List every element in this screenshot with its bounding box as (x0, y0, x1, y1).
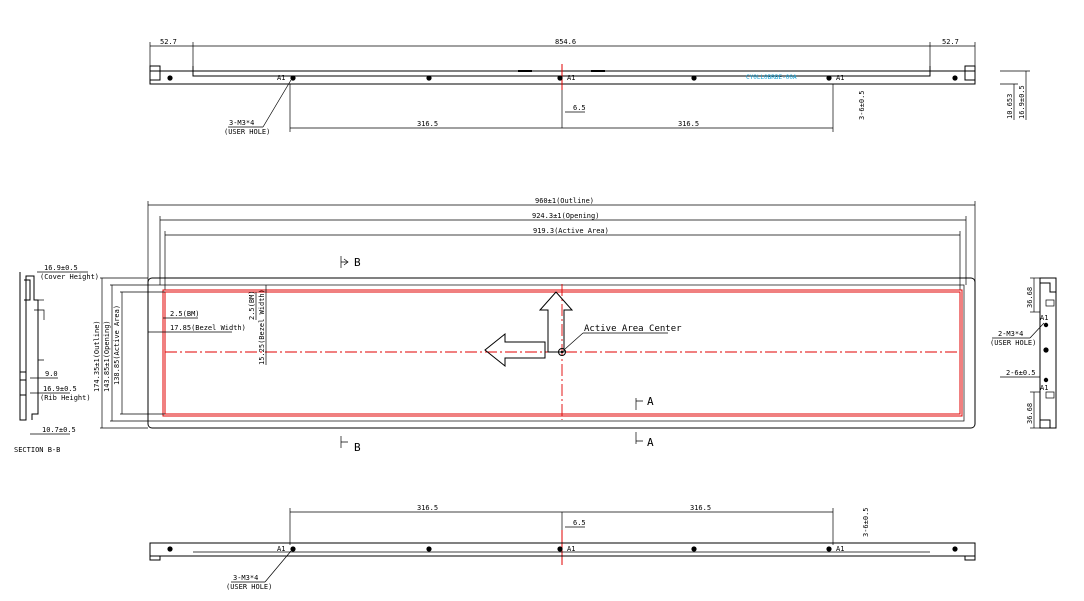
bottom-pitch-right-dim: 316.5 (690, 504, 711, 512)
depth-tolerance: 3-6±0.5 (858, 90, 866, 120)
bezel-horizontal-dim: 17.85(Bezel Width) (170, 324, 246, 332)
right-hole-label-bottom: A1 (1040, 384, 1048, 392)
bottom-user-hole-note: (USER HOLE) (226, 583, 272, 591)
bottom-hole-label-left: A1 (277, 545, 285, 553)
rib-height-note: (Rib Height) (40, 394, 91, 402)
up-arrow-icon (538, 291, 574, 353)
active-height-dim: 138.85(Active Area) (113, 305, 121, 385)
height-a-dim: 10.653 (1006, 94, 1014, 119)
bottom-view-body (149, 542, 976, 557)
bottom-depth-tolerance: 3-6±0.5 (862, 507, 870, 537)
right-hole-label-top: A1 (1040, 314, 1048, 322)
user-hole-spec: 3-M3*4 (229, 119, 254, 127)
hole-label-right: A1 (836, 74, 844, 82)
active-width-dim: 919.3(Active Area) (533, 227, 609, 235)
part-marking: CY0LL0BRBE-00A (746, 74, 797, 81)
bm-horizontal-dim: 2.5(BM) (170, 310, 200, 318)
user-hole-note: (USER HOLE) (224, 128, 270, 136)
rib-height-dim: 16.9±0.5 (43, 385, 77, 393)
left-arrow-icon (484, 332, 546, 368)
section-a-top-marker: A (647, 395, 654, 408)
section-bb-title: SECTION B-B (14, 446, 60, 454)
bottom-hole-label-right: A1 (836, 545, 844, 553)
cover-height-note: (Cover Height) (40, 273, 99, 281)
right-hole-note: (USER HOLE) (990, 339, 1036, 347)
bottom-hole-label-center: A1 (567, 545, 575, 553)
section-b-bottom-marker: B (354, 441, 361, 454)
right-end-dim: 52.7 (942, 38, 959, 46)
opening-height-dim: 143.85±1(Opening) (103, 320, 111, 392)
pitch-left-dim: 316.5 (417, 120, 438, 128)
pitch-right-dim: 316.5 (678, 120, 699, 128)
right-view: 36.68 36.68 A1 A1 2-M3*4 (USER HOLE) 2-6… (990, 277, 1057, 429)
height-b-dim: 16.9±0.5 (1018, 85, 1026, 119)
outline-height-dim: 174.35±1(Outline) (93, 320, 101, 392)
outline-width-dim: 960±1(Outline) (535, 197, 594, 205)
front-view: 960±1(Outline) 924.3±1(Opening) 919.3(Ac… (93, 197, 976, 454)
left-end-dim: 52.7 (160, 38, 177, 46)
bottom-center-offset-dim: 6.5 (573, 519, 586, 527)
hole-label-center: A1 (567, 74, 575, 82)
opening-width-dim: 924.3±1(Opening) (532, 212, 599, 220)
right-bottom-dim: 36.68 (1026, 403, 1034, 424)
right-depth-tol: 2-6±0.5 (1006, 369, 1036, 377)
right-top-dim: 36.68 (1026, 287, 1034, 308)
hole-label-left: A1 (277, 74, 285, 82)
cover-height-dim: 16.9±0.5 (44, 264, 78, 272)
bottom-user-hole-spec: 3-M3*4 (233, 574, 258, 582)
active-area (164, 291, 961, 415)
section-bb: 16.9±0.5 (Cover Height) 9.0 16.9±0.5 (Ri… (14, 264, 99, 454)
center-offset-dim: 6.5 (573, 104, 586, 112)
dim-9: 9.0 (45, 370, 58, 378)
bottom-pitch-left-dim: 316.5 (417, 504, 438, 512)
bottom-view: 316.5 316.5 6.5 A1 A1 A1 3-6±0.5 3-M3*4 … (149, 504, 976, 591)
bottom-dim: 10.7±0.5 (42, 426, 76, 434)
active-area-center-label: Active Area Center (584, 324, 682, 334)
overall-length-dim: 854.6 (555, 38, 576, 46)
section-b-top-marker: B (354, 256, 361, 269)
top-view: 52.7 854.6 52.7 A1 A1 A1 CY0LL0BRBE-00A … (149, 38, 1030, 136)
right-hole-spec: 2-M3*4 (998, 330, 1023, 338)
bezel-vertical-dim: 15.25(Bezel Width) (258, 289, 266, 365)
panel-opening (147, 284, 965, 422)
bm-vertical-dim: 2.5(BM) (248, 290, 256, 320)
section-a-bottom-marker: A (647, 436, 654, 449)
